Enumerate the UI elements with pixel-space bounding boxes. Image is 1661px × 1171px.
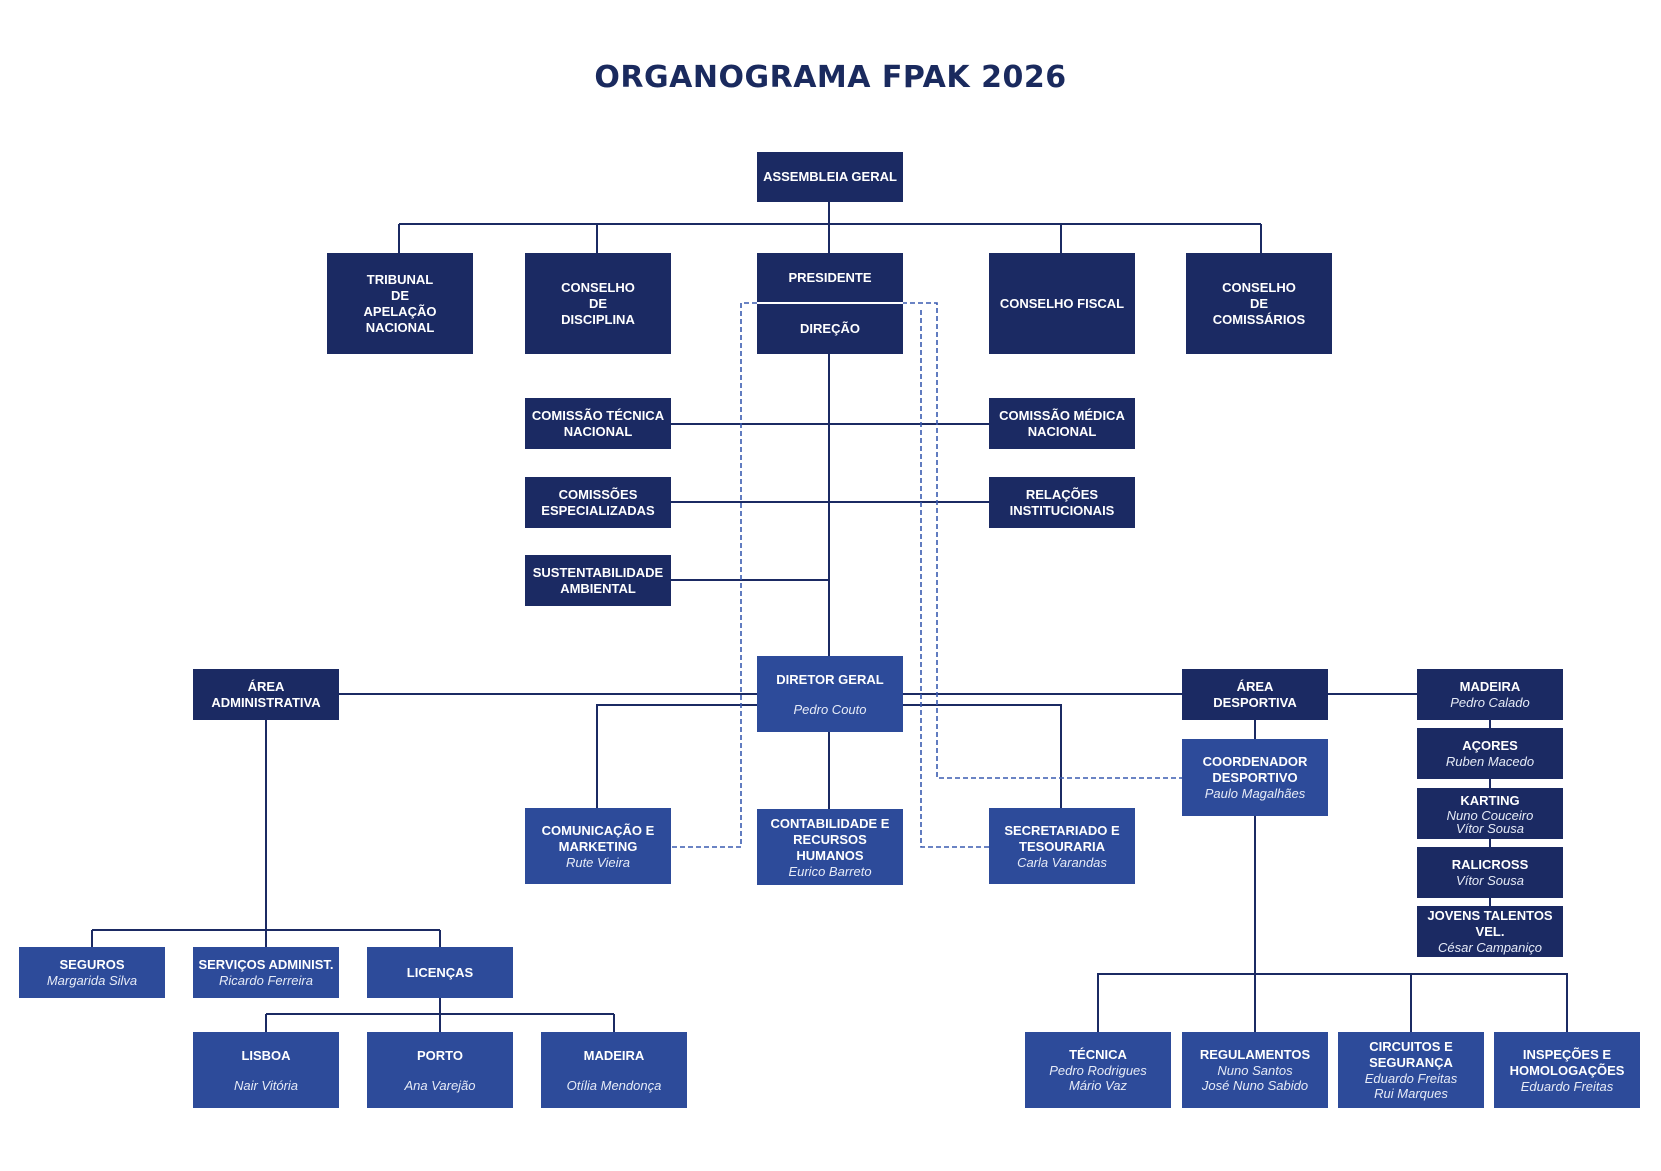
- node-person: Nuno Santos José Nuno Sabido: [1201, 1063, 1309, 1093]
- node-person: Paulo Magalhães: [1204, 786, 1306, 801]
- node-title: PORTO: [417, 1047, 463, 1063]
- node-title: COMISSÃO MÉDICA NACIONAL: [999, 407, 1125, 439]
- node-person: Eurico Barreto: [788, 863, 872, 879]
- node-person: Pedro Couto: [793, 701, 867, 717]
- node-comunicacao-marketing: COMUNICAÇÃO E MARKETING Rute Vieira: [525, 808, 671, 884]
- node-title: MADEIRA: [1459, 679, 1521, 694]
- node-title: TÉCNICA: [1069, 1047, 1127, 1062]
- node-secretariado-tesouraria: SECRETARIADO E TESOURARIA Carla Varandas: [989, 808, 1135, 884]
- node-jovens-talentos: JOVENS TALENTOS VEL. César Campaniço: [1417, 906, 1563, 957]
- node-madeira-licencas: MADEIRA Otília Mendonça: [541, 1032, 687, 1108]
- node-sustentabilidade: SUSTENTABILIDADE AMBIENTAL: [525, 555, 671, 606]
- node-title: REGULAMENTOS: [1199, 1047, 1311, 1062]
- node-servicos-administrativos: SERVIÇOS ADMINIST. Ricardo Ferreira: [193, 947, 339, 998]
- dashed-to-secretariado: [920, 310, 989, 848]
- chart-title: ORGANOGRAMA FPAK 2026: [594, 60, 1067, 95]
- node-title: COMISSÕES ESPECIALIZADAS: [541, 486, 655, 518]
- node-title: RELAÇÕES INSTITUCIONAIS: [1009, 486, 1115, 518]
- node-title: CONSELHO DE DISCIPLINA: [561, 279, 635, 327]
- node-person: Margarida Silva: [46, 973, 138, 988]
- node-title: SERVIÇOS ADMINIST.: [198, 957, 334, 972]
- node-title: CONSELHO FISCAL: [999, 295, 1125, 311]
- node-title: RALICROSS: [1451, 857, 1529, 872]
- node-title: SECRETARIADO E TESOURARIA: [1004, 822, 1120, 854]
- node-title-direcao: DIREÇÃO: [800, 320, 860, 336]
- node-comissao-medica: COMISSÃO MÉDICA NACIONAL: [989, 398, 1135, 449]
- node-ralicross: RALICROSS Vítor Sousa: [1417, 847, 1563, 898]
- node-relacoes-institucionais: RELAÇÕES INSTITUCIONAIS: [989, 477, 1135, 528]
- node-title: CIRCUITOS E SEGURANÇA: [1369, 1039, 1453, 1070]
- node-licencas: LICENÇAS: [367, 947, 513, 998]
- node-conselho-comissarios: CONSELHO DE COMISSÁRIOS: [1186, 253, 1332, 354]
- node-circuitos-seguranca: CIRCUITOS E SEGURANÇA Eduardo Freitas Ru…: [1338, 1032, 1484, 1108]
- node-person: Eduardo Freitas Rui Marques: [1364, 1071, 1458, 1101]
- node-comissoes-especializadas: COMISSÕES ESPECIALIZADAS: [525, 477, 671, 528]
- node-person: Rute Vieira: [565, 854, 631, 870]
- dashed-left: [671, 302, 757, 848]
- dashed-connectors: [671, 302, 1182, 848]
- node-tribunal: TRIBUNAL DE APELAÇÃO NACIONAL: [327, 253, 473, 354]
- node-title: CONTABILIDADE E RECURSOS HUMANOS: [770, 815, 890, 863]
- node-karting: KARTING Nuno Couceiro Vítor Sousa: [1417, 788, 1563, 839]
- node-title: COMISSÃO TÉCNICA NACIONAL: [531, 407, 665, 439]
- node-porto: PORTO Ana Varejão: [367, 1032, 513, 1108]
- node-lisboa: LISBOA Nair Vitória: [193, 1032, 339, 1108]
- line-dg-to-secretariado: [902, 704, 1062, 808]
- node-person: Eduardo Freitas: [1520, 1078, 1614, 1094]
- node-diretor-geral: DIRETOR GERAL Pedro Couto: [757, 656, 903, 732]
- node-title: MADEIRA: [583, 1047, 645, 1063]
- node-title: CONSELHO DE COMISSÁRIOS: [1212, 279, 1306, 327]
- node-title: AÇORES: [1462, 738, 1518, 753]
- node-person: Pedro Rodrigues Mário Vaz: [1049, 1063, 1147, 1093]
- node-title-presidente: PRESIDENTE: [788, 270, 872, 285]
- dashed-right: [902, 302, 1182, 779]
- node-area-desportiva: ÁREA DESPORTIVA: [1182, 669, 1328, 720]
- node-person: César Campaniço: [1437, 940, 1543, 955]
- node-contabilidade-rh: CONTABILIDADE E RECURSOS HUMANOS Eurico …: [757, 809, 903, 885]
- node-person: Carla Varandas: [1017, 854, 1107, 870]
- solid-connectors: [91, 202, 1568, 1032]
- node-area-administrativa: ÁREA ADMINISTRATIVA: [193, 669, 339, 720]
- node-assembleia-geral: ASSEMBLEIA GERAL: [757, 152, 903, 202]
- node-tecnica: TÉCNICA Pedro Rodrigues Mário Vaz: [1025, 1032, 1171, 1108]
- line-dg-to-comunicacao: [596, 704, 757, 808]
- node-comissao-tecnica: COMISSÃO TÉCNICA NACIONAL: [525, 398, 671, 449]
- node-presidente-direcao: PRESIDENTE DIREÇÃO: [757, 253, 903, 354]
- node-person: Vítor Sousa: [1456, 873, 1524, 888]
- node-title: LISBOA: [241, 1047, 291, 1063]
- node-title: KARTING: [1460, 792, 1520, 808]
- node-title: DIRETOR GERAL: [776, 671, 884, 687]
- node-acores: AÇORES Ruben Macedo: [1417, 728, 1563, 779]
- node-person: Nair Vitória: [233, 1077, 299, 1093]
- node-person: Otília Mendonça: [566, 1077, 662, 1093]
- node-title: COMUNICAÇÃO E MARKETING: [541, 822, 655, 854]
- node-seguros: SEGUROS Margarida Silva: [19, 947, 165, 998]
- line-desp-bus: [1097, 973, 1568, 1032]
- node-title: ASSEMBLEIA GERAL: [763, 169, 897, 184]
- node-person: Pedro Calado: [1450, 695, 1530, 710]
- node-title: LICENÇAS: [406, 964, 474, 980]
- node-divider: [757, 302, 903, 304]
- node-conselho-disciplina: CONSELHO DE DISCIPLINA: [525, 253, 671, 354]
- node-title: JOVENS TALENTOS VEL.: [1427, 908, 1553, 939]
- node-person: Ruben Macedo: [1445, 754, 1535, 769]
- node-title: ÁREA ADMINISTRATIVA: [211, 678, 321, 710]
- node-title: SEGUROS: [59, 957, 125, 972]
- node-title: INSPEÇÕES E HOMOLOGAÇÕES: [1509, 1046, 1625, 1078]
- node-regulamentos: REGULAMENTOS Nuno Santos José Nuno Sabid…: [1182, 1032, 1328, 1108]
- node-title: TRIBUNAL DE APELAÇÃO NACIONAL: [363, 271, 437, 335]
- node-title: ÁREA DESPORTIVA: [1213, 678, 1297, 710]
- node-person: Ricardo Ferreira: [219, 973, 313, 988]
- node-person: Ana Varejão: [404, 1077, 476, 1093]
- node-coordenador-desportivo: COORDENADOR DESPORTIVO Paulo Magalhães: [1182, 739, 1328, 816]
- node-title: COORDENADOR DESPORTIVO: [1202, 754, 1308, 785]
- node-madeira-desportiva: MADEIRA Pedro Calado: [1417, 669, 1563, 720]
- node-conselho-fiscal: CONSELHO FISCAL: [989, 253, 1135, 354]
- node-title: SUSTENTABILIDADE AMBIENTAL: [532, 564, 664, 596]
- node-inspecoes-homologacoes: INSPEÇÕES E HOMOLOGAÇÕES Eduardo Freitas: [1494, 1032, 1640, 1108]
- node-person: Nuno Couceiro Vítor Sousa: [1446, 807, 1534, 836]
